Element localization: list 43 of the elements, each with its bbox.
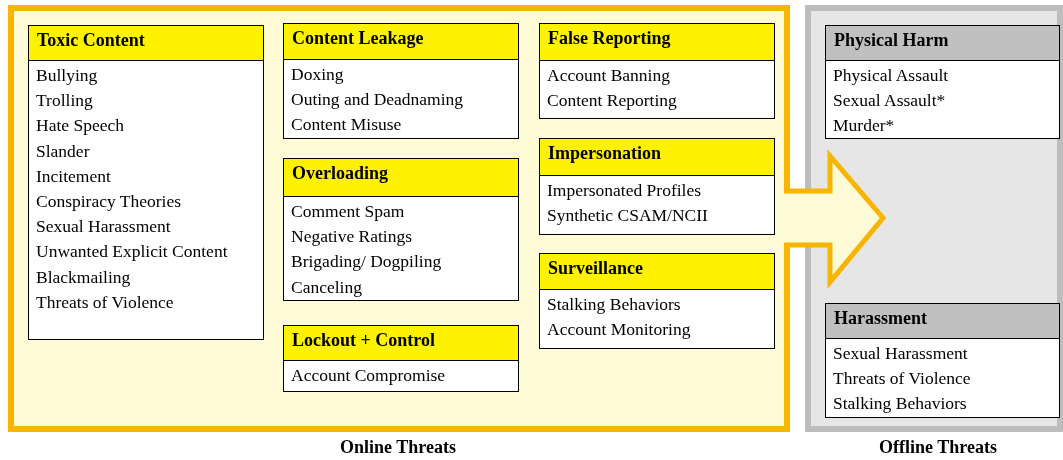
category-heading: Impersonation — [539, 138, 775, 178]
list-item: Slander — [36, 139, 91, 163]
list-item: Account Banning — [547, 64, 671, 87]
list-item: Murder* — [833, 114, 896, 138]
list-item: Hate Speech — [36, 114, 125, 138]
list-item: Synthetic CSAM/NCII — [547, 204, 709, 228]
list-item: Negative Ratings — [291, 225, 413, 249]
list-item: Brigading/ Dogpiling — [291, 250, 443, 274]
block-arrow — [781, 149, 887, 289]
category-heading: Overloading — [283, 158, 519, 198]
list-item: Threats of Violence — [833, 367, 972, 391]
list-item: Sexual Harassment — [36, 215, 172, 239]
list-item: Bullying — [36, 64, 99, 87]
list-item: Doxing — [291, 63, 345, 86]
category-heading: Harassment — [825, 303, 1060, 341]
list-item: Account Monitoring — [547, 318, 692, 342]
list-item: Sexual Harassment — [833, 342, 969, 365]
list-item: Stalking Behaviors — [547, 293, 682, 316]
list-item: Sexual Assault* — [833, 89, 947, 113]
list-item: Physical Assault — [833, 64, 950, 87]
list-item: Content Reporting — [547, 89, 678, 113]
list-item: Content Misuse — [291, 113, 403, 137]
list-item: Trolling — [36, 89, 94, 113]
list-item: Incitement — [36, 164, 112, 188]
panel-title: Online Threats — [340, 437, 456, 458]
threat-panel — [805, 5, 1063, 432]
list-item: Stalking Behaviors — [833, 392, 968, 416]
list-item: Account Compromise — [291, 364, 447, 387]
category-heading: Lockout + Control — [283, 325, 519, 363]
list-item: Threats of Violence — [36, 290, 175, 314]
list-item: Outing and Deadnaming — [291, 88, 465, 112]
list-item: Unwanted Explicit Content — [36, 240, 229, 264]
list-item: Conspiracy Theories — [36, 190, 182, 213]
category-heading: Surveillance — [539, 253, 775, 292]
category-heading: Physical Harm — [825, 25, 1060, 63]
panel-title: Offline Threats — [879, 437, 997, 458]
category-heading: Content Leakage — [283, 23, 519, 62]
list-item: Comment Spam — [291, 200, 406, 223]
list-item: Blackmailing — [36, 265, 132, 289]
category-heading: False Reporting — [539, 23, 775, 62]
list-item: Impersonated Profiles — [547, 179, 703, 202]
list-item: Canceling — [291, 275, 363, 299]
threat-panel — [8, 5, 790, 432]
